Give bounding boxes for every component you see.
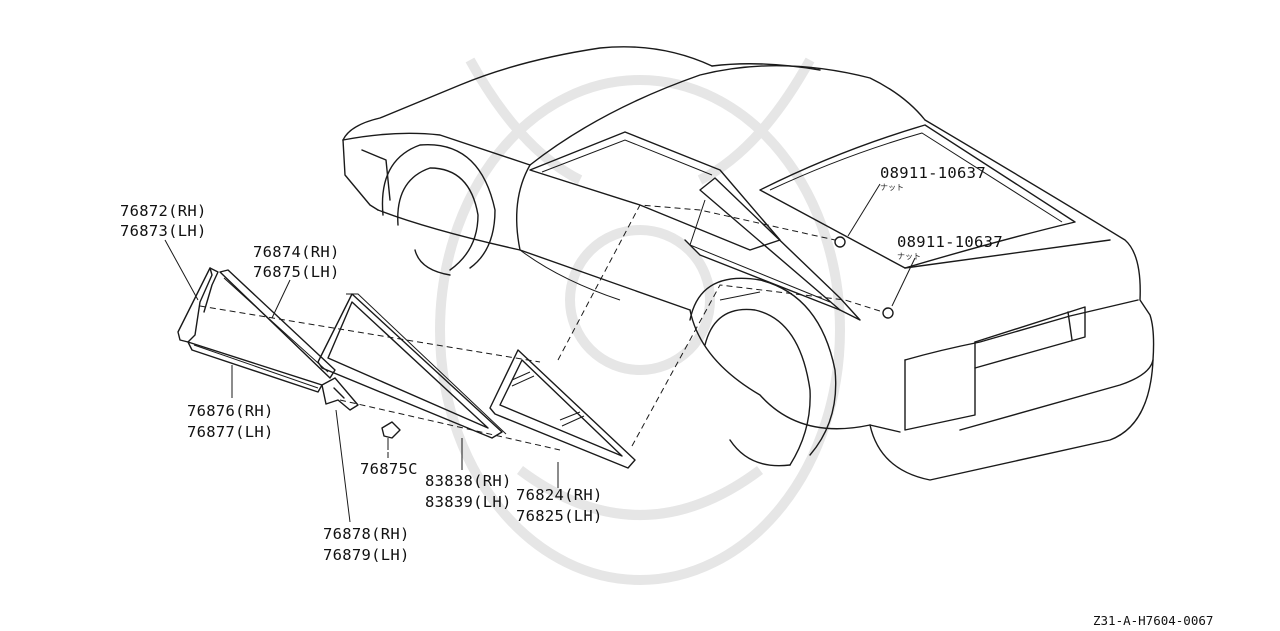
nut-lower	[882, 307, 894, 319]
watermark-emblem	[435, 57, 845, 585]
corner-76878	[321, 377, 359, 411]
strip-76874	[219, 269, 336, 379]
label-76872: 76872(RH)	[120, 202, 207, 220]
exploded-parts	[177, 267, 636, 469]
label-76825: 76825(LH)	[516, 507, 603, 525]
assembly-lines	[199, 204, 884, 451]
molding-76872	[177, 267, 213, 343]
strip-76876	[187, 341, 323, 393]
label-76874: 76874(RH)	[253, 243, 340, 261]
label-nut-bottom-sub: ナット	[897, 252, 921, 261]
car-body	[342, 46, 1155, 481]
label-nut-top: 08911-10637	[880, 164, 986, 182]
part-labels: 76872(RH) 76873(LH) 76874(RH) 76875(LH) …	[120, 164, 1213, 628]
label-76875c: 76875C	[360, 460, 418, 478]
reference-code: Z31-A-H7604-0067	[1093, 613, 1213, 628]
glass-76824	[489, 349, 636, 469]
label-83838: 83838(RH)	[425, 472, 512, 490]
label-76824: 76824(RH)	[516, 486, 603, 504]
label-83839: 83839(LH)	[425, 493, 512, 511]
label-nut-bottom: 08911-10637	[897, 233, 1003, 251]
label-76879: 76879(LH)	[323, 546, 410, 564]
label-76873: 76873(LH)	[120, 222, 207, 240]
weatherstrip-83838	[317, 293, 503, 439]
label-76878: 76878(RH)	[323, 525, 410, 543]
label-76875: 76875(LH)	[253, 263, 340, 281]
label-nut-top-sub: ナット	[880, 183, 904, 192]
clip-76875c	[381, 421, 401, 439]
nut-upper	[834, 236, 846, 248]
label-76876: 76876(RH)	[187, 402, 274, 420]
leader-lines	[164, 183, 916, 523]
label-76877: 76877(LH)	[187, 423, 274, 441]
